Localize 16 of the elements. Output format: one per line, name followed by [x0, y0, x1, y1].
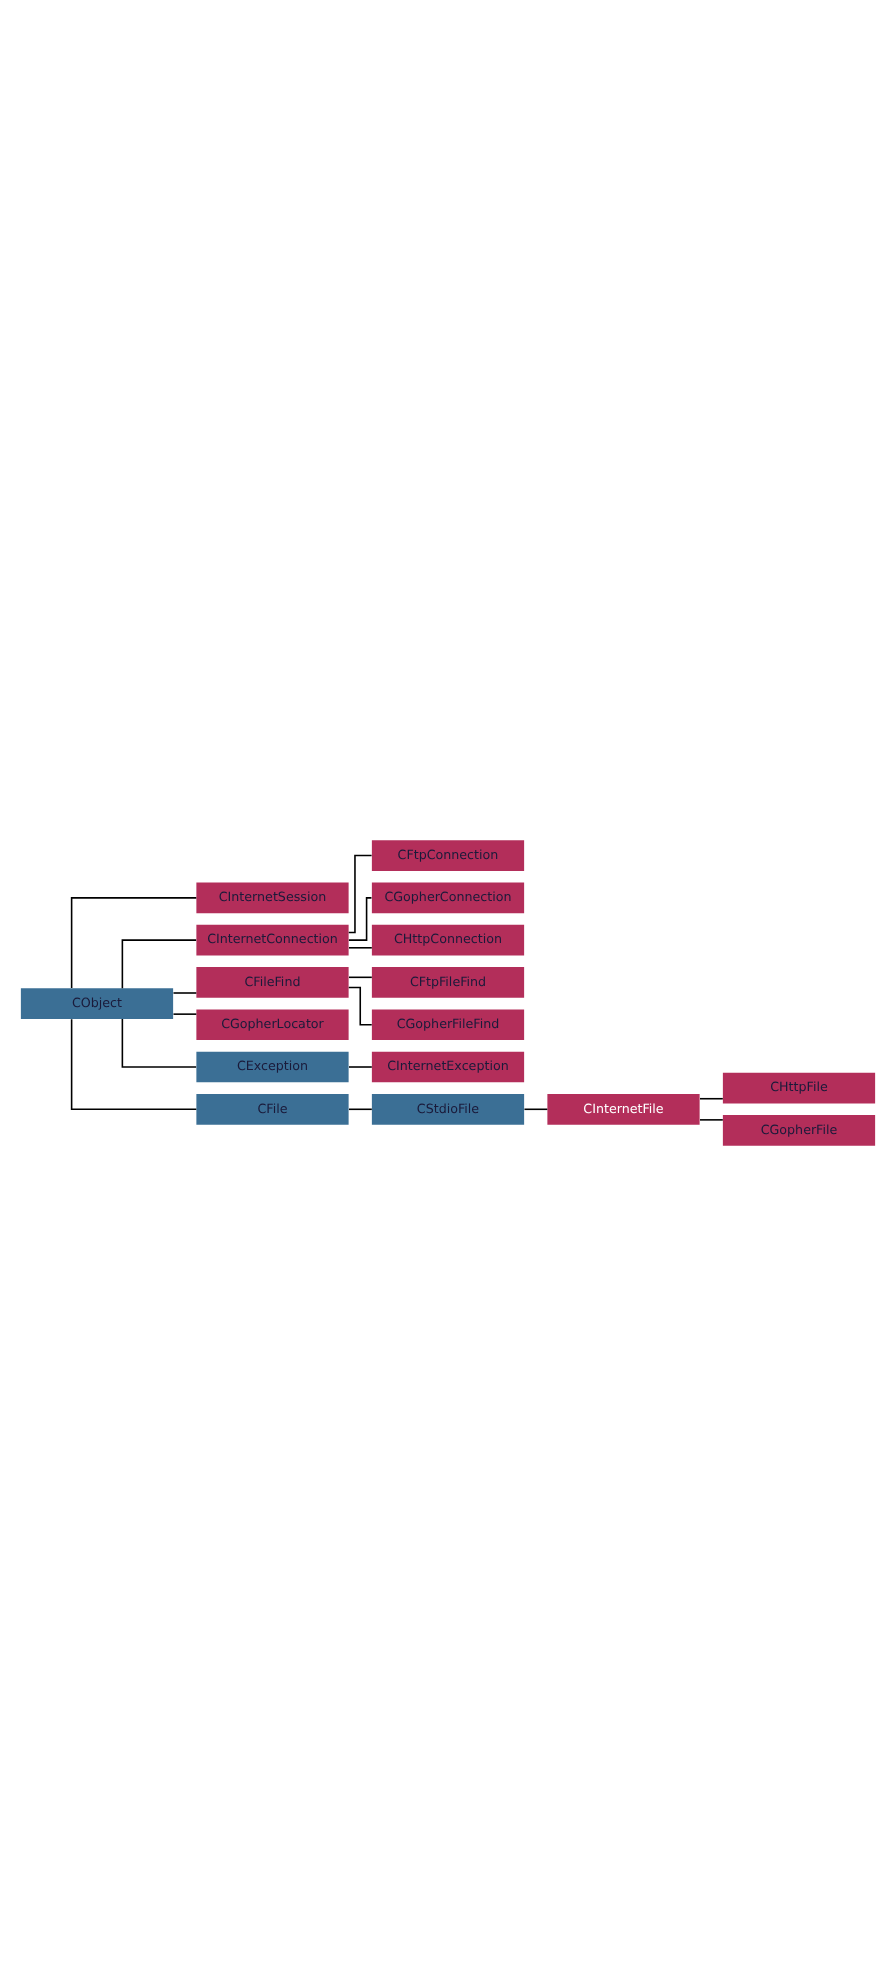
connector [699, 1118, 724, 1120]
connector [348, 985, 373, 1025]
connector [121, 938, 197, 988]
connector [699, 1096, 724, 1099]
connector [347, 853, 373, 933]
connector [348, 946, 373, 948]
connector [348, 1107, 373, 1110]
connector [70, 896, 198, 988]
connector [121, 1017, 197, 1067]
connector [348, 1065, 373, 1067]
connector [172, 991, 198, 993]
connector [172, 1012, 198, 1014]
connector [70, 1017, 198, 1110]
connector [523, 1107, 549, 1110]
connector [348, 896, 373, 940]
connector [348, 975, 373, 978]
